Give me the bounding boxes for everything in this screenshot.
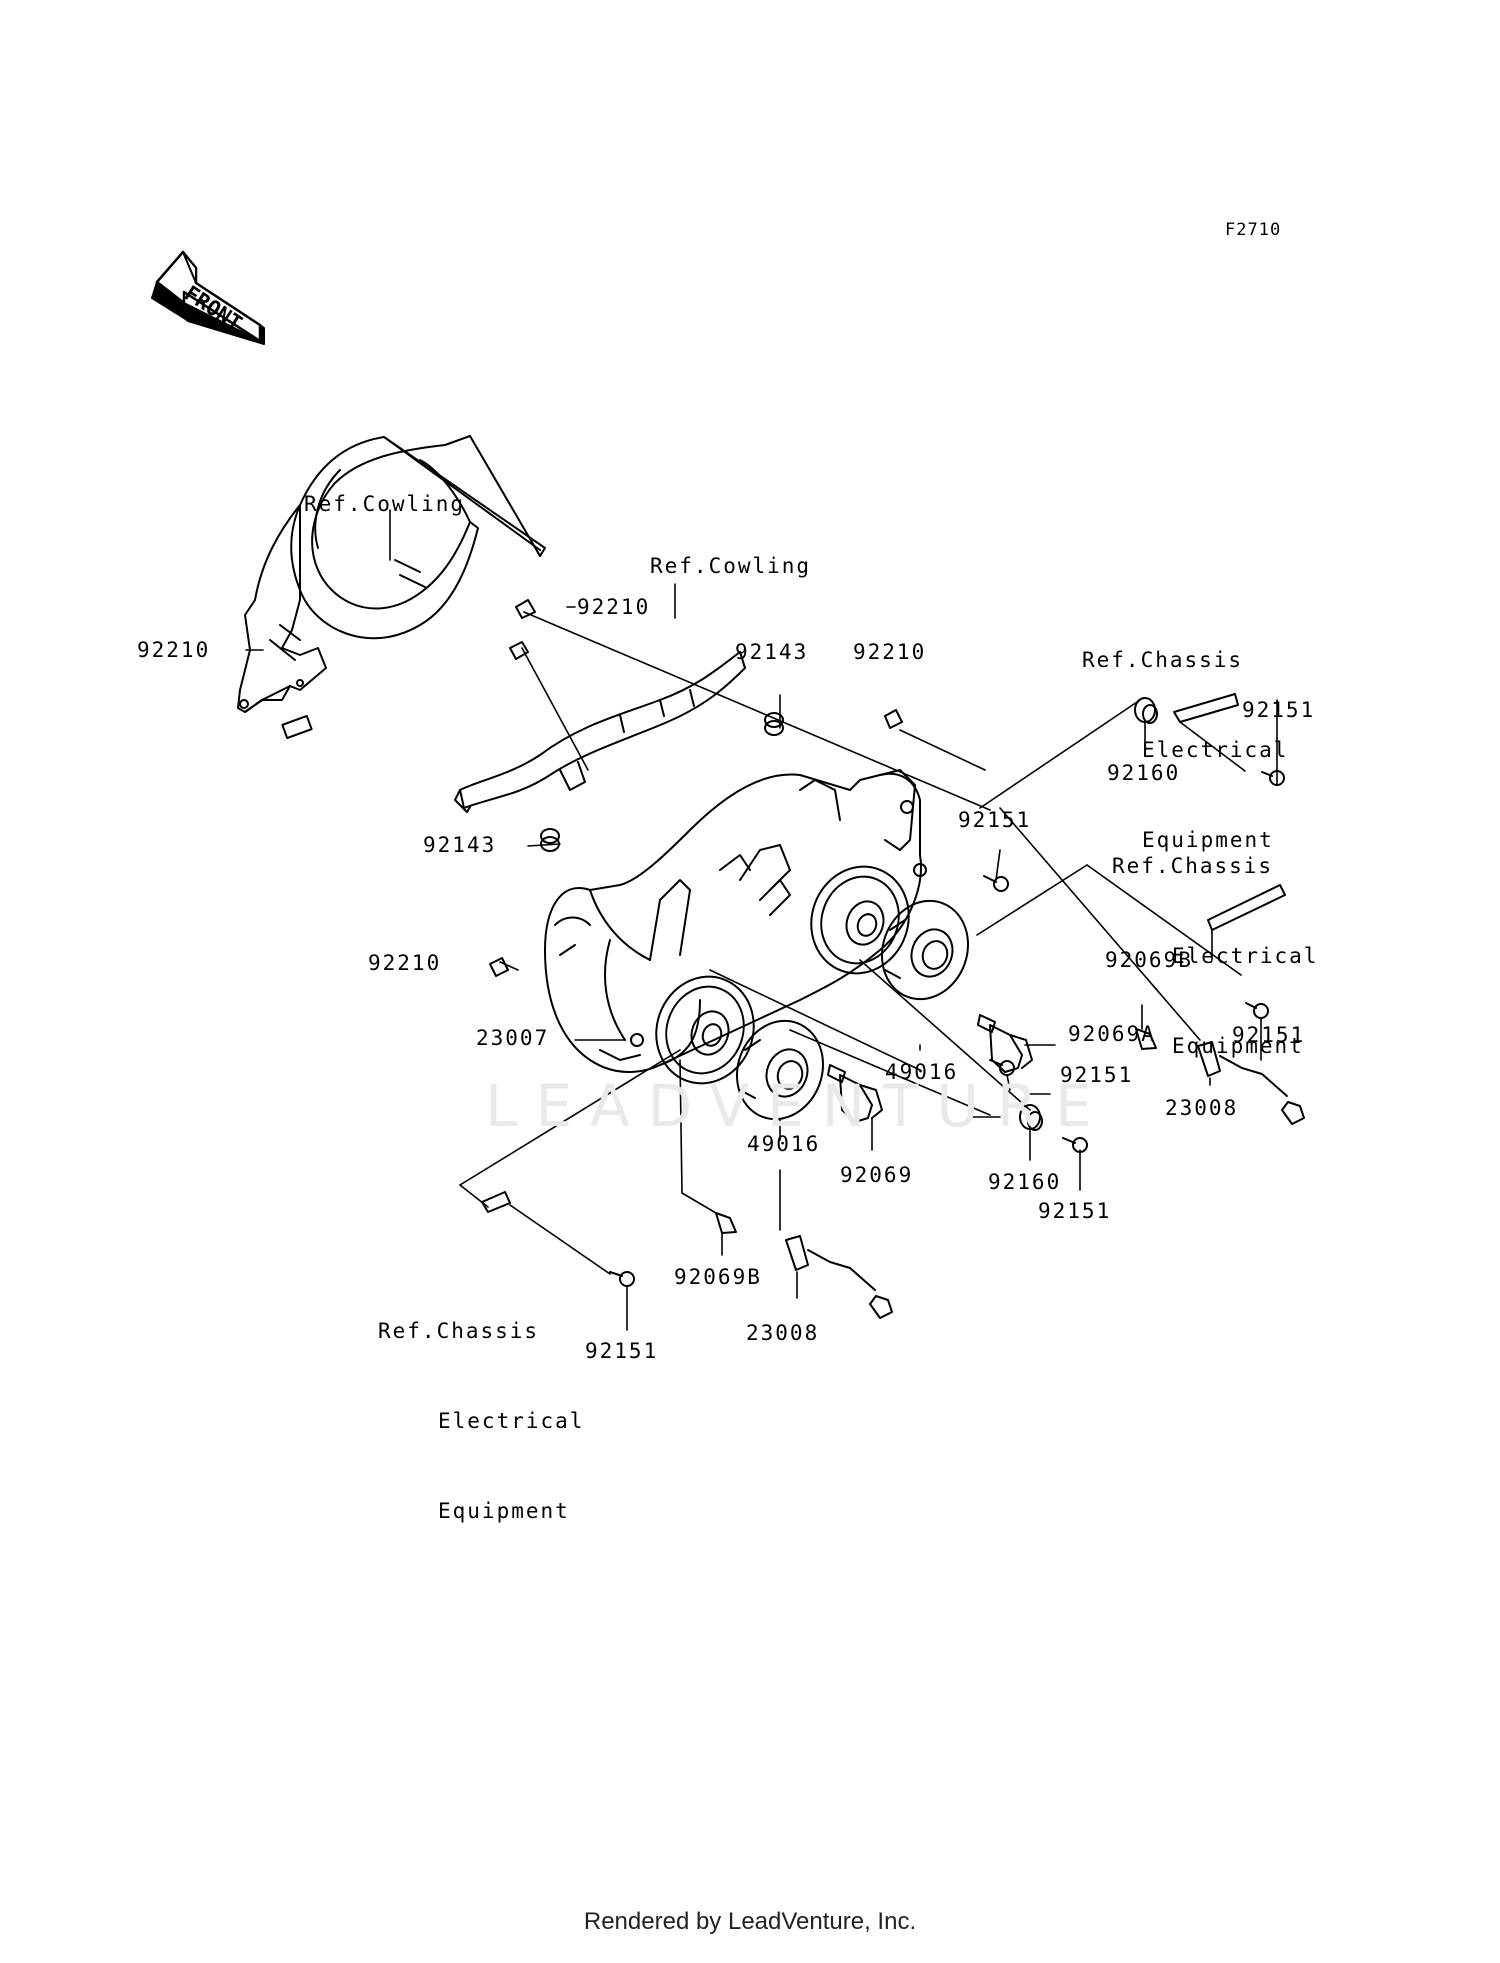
left-cowling-part bbox=[237, 435, 546, 740]
part-label-92210: 92210 bbox=[137, 638, 211, 662]
position-bulb-92069B bbox=[1135, 1028, 1157, 1050]
part-label-92069: 92069 bbox=[840, 1163, 914, 1187]
dust-cover-49016 bbox=[735, 1019, 825, 1121]
screw-92151 bbox=[1062, 1137, 1088, 1153]
chassis-bracket bbox=[481, 1191, 511, 1213]
ref-chassis-top: Ref.Chassis Electrical Equipment bbox=[1082, 585, 1288, 885]
chassis-bracket bbox=[1173, 693, 1239, 723]
clip-92210 bbox=[489, 957, 509, 977]
clip-92210 bbox=[515, 599, 536, 619]
part-label-92210: 92210 bbox=[853, 640, 927, 664]
headlight-bulb-92069A bbox=[977, 1014, 1033, 1073]
part-label-92069B: 92069B bbox=[674, 1265, 762, 1289]
part-label-92210: 92210 bbox=[368, 951, 442, 975]
chassis-bracket bbox=[1207, 884, 1286, 931]
screw-92151 bbox=[609, 1271, 635, 1287]
part-label-92151: 92151 bbox=[585, 1339, 659, 1363]
part-label-92151: 92151 bbox=[1060, 1063, 1134, 1087]
clip-92210 bbox=[509, 641, 529, 660]
clip-92210 bbox=[884, 709, 903, 729]
ref-chassis-line2: Electrical bbox=[1142, 738, 1289, 762]
part-label-92151: 92151 bbox=[1038, 1199, 1112, 1223]
part-label-49016: 49016 bbox=[747, 1132, 821, 1156]
part-label-49016: 49016 bbox=[885, 1060, 959, 1084]
center-cowling-bracket bbox=[454, 651, 746, 813]
headlight-bulb-92069 bbox=[827, 1064, 883, 1123]
front-direction-arrow-icon: FRONT bbox=[151, 250, 265, 345]
footer-credit: Rendered by LeadVenture, Inc. bbox=[583, 1908, 917, 1935]
headlight-assembly bbox=[544, 769, 927, 1085]
part-label-92151: 92151 bbox=[1232, 1023, 1306, 1047]
screw-92151 bbox=[983, 875, 1009, 892]
part-label-92160: 92160 bbox=[988, 1170, 1062, 1194]
socket-23008 bbox=[1197, 1041, 1305, 1125]
part-label-92143: 92143 bbox=[735, 640, 809, 664]
ref-chassis-mid: Ref.Chassis Electrical Equipment bbox=[1112, 791, 1318, 1091]
part-label-92143: 92143 bbox=[423, 833, 497, 857]
dust-cover-49016 bbox=[880, 899, 970, 1001]
watermark: LEADVENTURE bbox=[485, 1072, 1110, 1140]
part-label-23008: 23008 bbox=[746, 1321, 820, 1345]
part-label-23008: 23008 bbox=[1165, 1096, 1239, 1120]
position-bulb-92069B bbox=[715, 1212, 737, 1234]
grommet-92143 bbox=[540, 828, 560, 852]
ref-chassis-line3: Equipment bbox=[438, 1499, 570, 1523]
part-label-92160: 92160 bbox=[1107, 761, 1181, 785]
ref-chassis-line2: Electrical bbox=[438, 1409, 585, 1433]
ref-chassis-line1: Ref.Chassis bbox=[378, 1319, 540, 1343]
ref-chassis-line2: Electrical bbox=[1172, 944, 1319, 968]
socket-23008 bbox=[785, 1235, 893, 1319]
part-label-92210: 92210 bbox=[577, 595, 651, 619]
part-label-92069B: 92069B bbox=[1105, 948, 1193, 972]
ref-chassis-line3: Equipment bbox=[1142, 828, 1274, 852]
part-label-92151: 92151 bbox=[958, 808, 1032, 832]
ref-chassis-line1: Ref.Chassis bbox=[1082, 648, 1244, 672]
leader-lines bbox=[245, 509, 1278, 1331]
ref-cowling-center: Ref.Cowling bbox=[650, 554, 812, 578]
figure-code: F2710 bbox=[1225, 220, 1282, 240]
part-label-23007: 23007 bbox=[476, 1026, 550, 1050]
ref-chassis-line1: Ref.Chassis bbox=[1112, 854, 1274, 878]
ref-cowling-left: Ref.Cowling bbox=[304, 492, 466, 516]
ref-chassis-bottom: Ref.Chassis Electrical Equipment bbox=[378, 1256, 584, 1556]
part-label-92151: 92151 bbox=[1242, 698, 1316, 722]
grommet-92143 bbox=[764, 712, 784, 736]
part-label-92069A: 92069A bbox=[1068, 1022, 1156, 1046]
ref-chassis-line3: Equipment bbox=[1172, 1034, 1304, 1058]
